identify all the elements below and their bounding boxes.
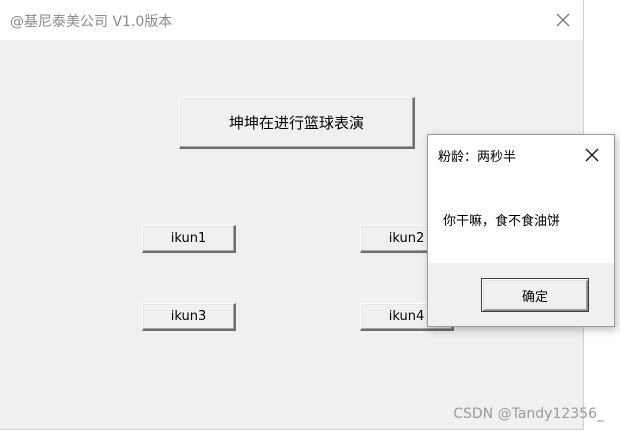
watermark: CSDN @Tandy12356_ bbox=[453, 406, 604, 422]
message-dialog: 粉龄：两秒半 你干嘛，食不食油饼 确定 bbox=[427, 134, 615, 327]
title-bar[interactable]: @基尼泰美公司 V1.0版本 bbox=[0, 0, 583, 40]
dialog-footer: 确定 bbox=[428, 263, 614, 326]
ok-button[interactable]: 确定 bbox=[481, 278, 589, 312]
close-icon bbox=[556, 13, 570, 27]
dialog-title: 粉龄：两秒半 bbox=[438, 150, 517, 165]
ikun3-button[interactable]: ikun3 bbox=[142, 303, 236, 331]
dialog-message: 你干嘛，食不食油饼 bbox=[443, 214, 561, 229]
basketball-show-button[interactable]: 坤坤在进行篮球表演 bbox=[179, 97, 415, 149]
ikun1-button[interactable]: ikun1 bbox=[142, 225, 236, 253]
close-icon bbox=[585, 148, 599, 162]
window-close-button[interactable] bbox=[549, 6, 577, 34]
window-title: @基尼泰美公司 V1.0版本 bbox=[10, 14, 173, 30]
dialog-close-button[interactable] bbox=[583, 146, 601, 164]
